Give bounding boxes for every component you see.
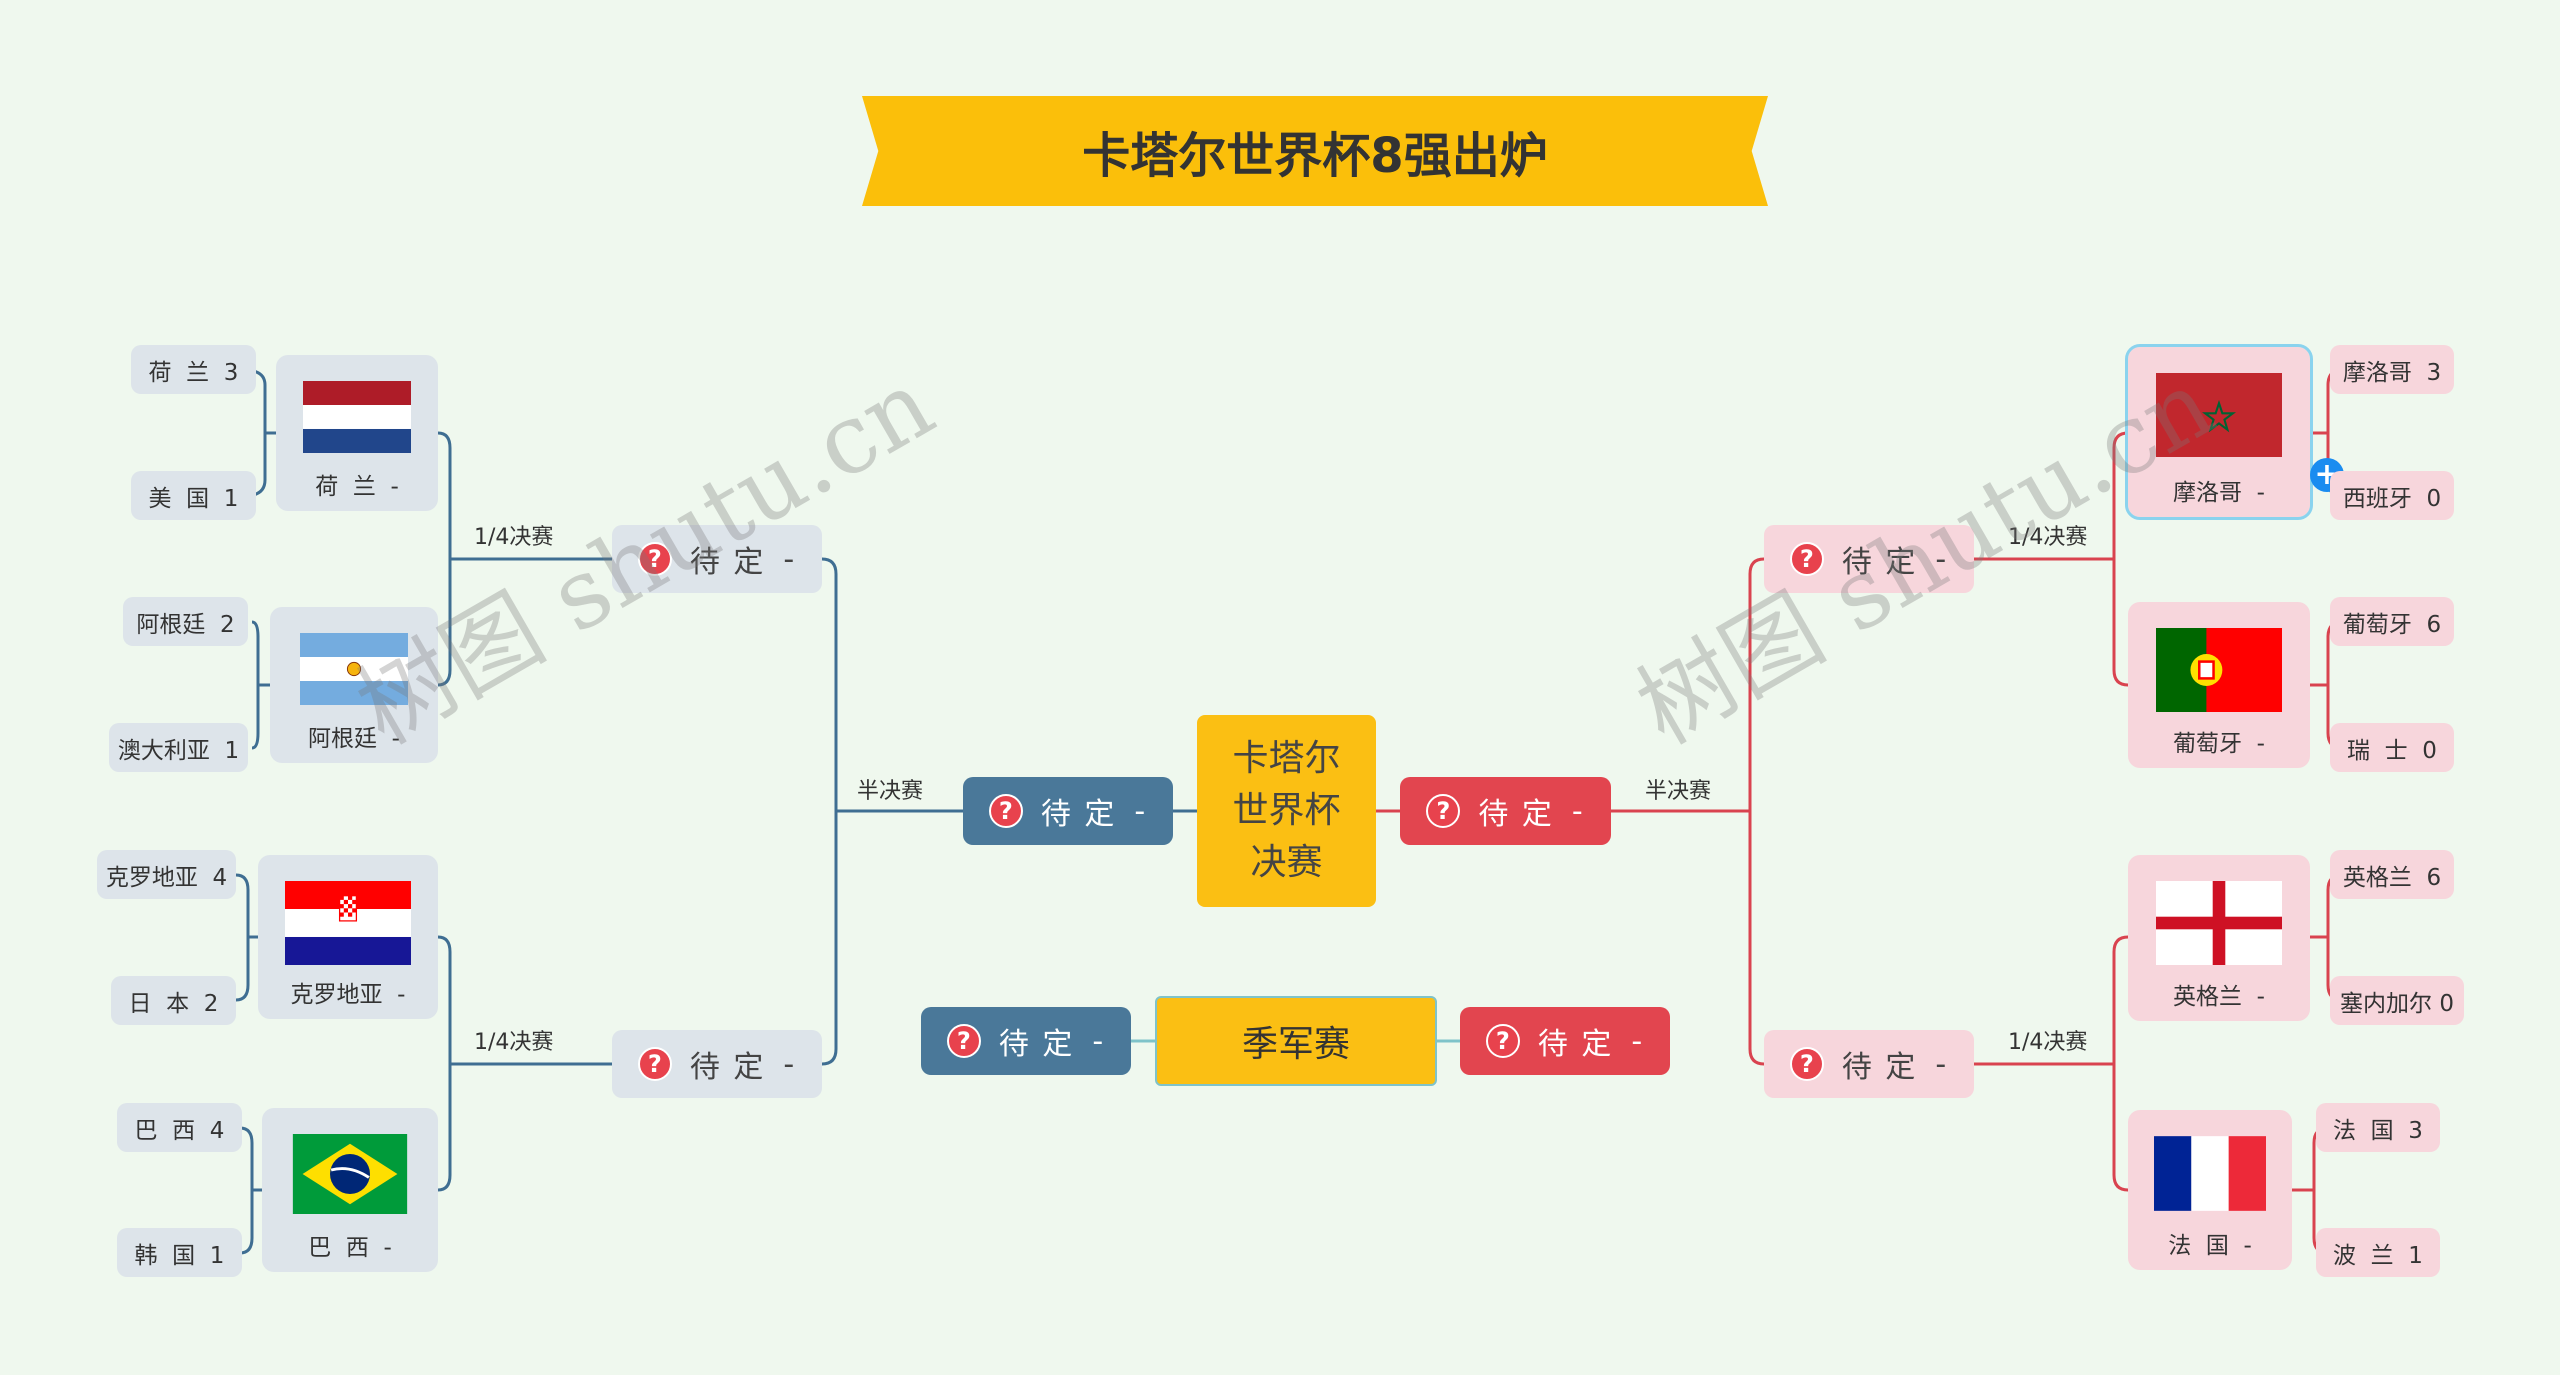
- question-mark-icon: ?: [637, 1047, 672, 1081]
- team-score-england[interactable]: 英格兰 6: [2330, 850, 2454, 899]
- pending-node-semi-left[interactable]: ? 待 定 -: [963, 777, 1173, 845]
- pending-node-quarter[interactable]: ? 待 定 -: [1764, 1030, 1974, 1098]
- winner-label: 克罗地亚 -: [290, 982, 406, 1008]
- team-score-usa[interactable]: 美 国 1: [131, 471, 256, 520]
- winner-node-portugal[interactable]: 葡萄牙 -: [2128, 602, 2310, 768]
- winner-node-argentina[interactable]: 阿根廷 -: [270, 607, 438, 763]
- question-mark-icon: ?: [1789, 1047, 1824, 1081]
- team-score-korea[interactable]: 韩 国 1: [117, 1228, 242, 1277]
- team-score-netherlands[interactable]: 荷 兰 3: [131, 345, 256, 394]
- stage-label-quarter: 1/4决赛: [474, 1030, 554, 1055]
- page-title: 卡塔尔世界杯8强出炉: [862, 96, 1768, 206]
- team-score-france[interactable]: 法 国 3: [2316, 1103, 2440, 1152]
- winner-label: 摩洛哥 -: [2173, 480, 2265, 506]
- morocco-flag-icon: [2156, 373, 2282, 457]
- winner-node-morocco[interactable]: 摩洛哥 -: [2125, 344, 2313, 520]
- winner-node-england[interactable]: 英格兰 -: [2128, 855, 2310, 1021]
- winner-label: 荷 兰 -: [315, 474, 399, 500]
- stage-label-quarter: 1/4决赛: [2008, 1030, 2088, 1055]
- question-mark-icon: ?: [637, 542, 672, 576]
- pending-node-quarter[interactable]: ? 待 定 -: [612, 525, 822, 593]
- question-mark-icon: ?: [1426, 794, 1461, 828]
- pending-node-semi-right[interactable]: ? 待 定 -: [1400, 777, 1611, 845]
- stage-label-semi: 半决赛: [857, 779, 924, 804]
- team-score-spain[interactable]: 西班牙 0: [2330, 471, 2454, 520]
- argentina-flag-icon: [300, 633, 408, 705]
- winner-label: 葡萄牙 -: [2173, 731, 2265, 757]
- team-score-morocco[interactable]: 摩洛哥 3: [2330, 345, 2454, 394]
- croatia-flag-icon: [285, 881, 411, 965]
- winner-node-brazil[interactable]: 巴 西 -: [262, 1108, 438, 1272]
- question-mark-icon: ?: [1485, 1024, 1520, 1058]
- winner-node-croatia[interactable]: 克罗地亚 -: [258, 855, 438, 1019]
- question-mark-icon: ?: [988, 794, 1023, 828]
- winner-label: 英格兰 -: [2173, 984, 2265, 1010]
- winner-node-netherlands[interactable]: 荷 兰 -: [276, 355, 438, 511]
- brazil-flag-icon: [292, 1134, 408, 1214]
- stage-label-quarter: 1/4决赛: [474, 525, 554, 550]
- question-mark-icon: ?: [946, 1024, 981, 1058]
- team-score-australia[interactable]: 澳大利亚 1: [109, 723, 248, 772]
- team-score-croatia[interactable]: 克罗地亚 4: [97, 850, 236, 899]
- pending-node-quarter[interactable]: ? 待 定 -: [612, 1030, 822, 1098]
- stage-label-quarter: 1/4决赛: [2008, 525, 2088, 550]
- team-score-portugal[interactable]: 葡萄牙 6: [2330, 597, 2454, 646]
- pending-node-third-right[interactable]: ? 待 定 -: [1460, 1007, 1670, 1075]
- portugal-flag-icon: [2156, 628, 2282, 712]
- final-node[interactable]: 卡塔尔 世界杯 决赛: [1197, 715, 1376, 907]
- winner-label: 法 国 -: [2168, 1233, 2252, 1259]
- pending-node-quarter[interactable]: ? 待 定 -: [1764, 525, 1974, 593]
- team-score-japan[interactable]: 日 本 2: [111, 976, 236, 1025]
- team-score-brazil[interactable]: 巴 西 4: [117, 1103, 242, 1152]
- question-mark-icon: ?: [1789, 542, 1824, 576]
- team-score-switzerland[interactable]: 瑞 士 0: [2330, 723, 2454, 772]
- winner-label: 阿根廷 -: [308, 726, 400, 752]
- netherlands-flag-icon: [303, 381, 411, 453]
- winner-label: 巴 西 -: [308, 1235, 392, 1261]
- pending-node-third-left[interactable]: ? 待 定 -: [921, 1007, 1131, 1075]
- third-place-node[interactable]: 季军赛: [1155, 996, 1437, 1086]
- france-flag-icon: [2154, 1136, 2266, 1211]
- team-score-poland[interactable]: 波 兰 1: [2316, 1228, 2440, 1277]
- team-score-argentina[interactable]: 阿根廷 2: [123, 597, 248, 646]
- winner-node-france[interactable]: 法 国 -: [2128, 1110, 2292, 1270]
- stage-label-semi: 半决赛: [1645, 779, 1712, 804]
- england-flag-icon: [2156, 881, 2282, 965]
- team-score-senegal[interactable]: 塞内加尔 0: [2330, 976, 2464, 1025]
